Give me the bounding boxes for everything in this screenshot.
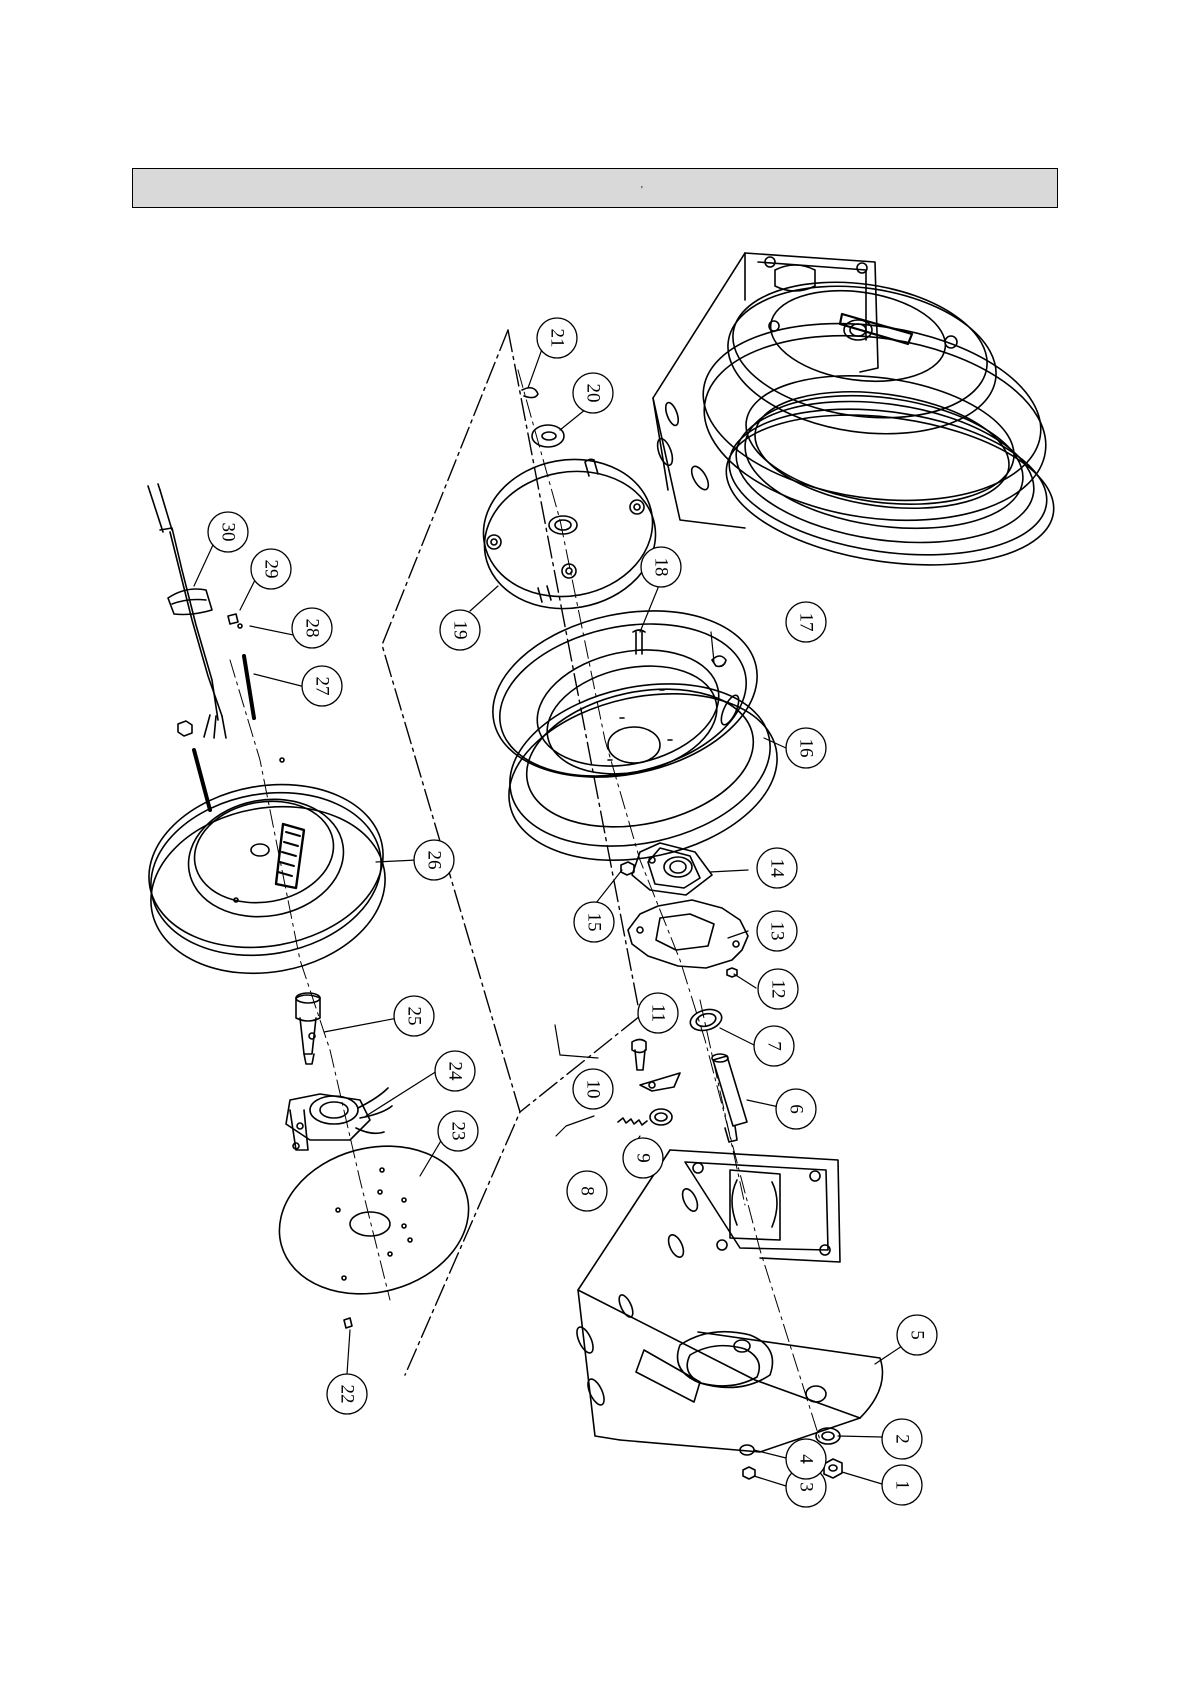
callout-label-9: 9 [633,1153,654,1163]
callout-label-19: 19 [450,621,471,640]
part-6-shaft [712,1054,747,1142]
part-9-bushing [650,1109,672,1125]
callout-circles [208,318,937,1507]
callout-label-3: 3 [796,1482,817,1492]
part-7-washer [688,1006,724,1034]
part-19-cover-plate [472,446,666,622]
leader-lines [194,338,917,1486]
callout-label-15: 15 [584,913,605,932]
callout-label-2: 2 [892,1434,913,1444]
callout-label-21: 21 [547,329,568,348]
part-11-bolt [632,1040,646,1071]
callout-label-8: 8 [577,1186,598,1196]
part-10-pawl [640,1073,680,1091]
assembled-reel [653,253,1063,584]
callout-label-5: 5 [907,1330,928,1340]
callout-label-28: 28 [302,619,323,638]
callout-label-20: 20 [583,384,604,403]
callout-label-29: 29 [261,560,282,579]
part-3-nut [743,1467,755,1479]
callout-label-22: 22 [337,1385,358,1404]
callout-label-13: 13 [767,922,788,941]
part-2-washer [816,1428,840,1444]
callout-label-23: 23 [448,1122,469,1141]
callout-label-30: 30 [218,523,239,542]
part-26-housing-cover [136,758,399,991]
callout-label-18: 18 [651,558,672,577]
part-27-rod [244,656,254,718]
part-24-terminal-block [286,1088,392,1150]
part-16-drum [477,588,792,884]
axis-lines [230,370,820,1440]
callout-label-4: 4 [796,1454,817,1464]
part-13-ratchet-plate [628,900,748,968]
part-15-nut [621,862,634,875]
callout-label-17: 17 [796,613,817,632]
callout-label-1: 1 [892,1480,913,1490]
callout-label-7: 7 [764,1041,785,1051]
callout-label-11: 11 [648,1004,669,1022]
callout-label-12: 12 [768,980,789,999]
part-14-bracket [632,843,712,895]
callout-label-26: 26 [424,851,445,870]
callout-label-14: 14 [767,859,788,879]
part-28-screw [238,624,242,628]
callout-label-27: 27 [312,677,333,696]
callout-labels: 1 2 3 4 5 6 7 8 9 10 11 12 13 14 15 16 1… [218,329,928,1492]
callout-label-6: 6 [786,1104,807,1114]
callout-label-16: 16 [796,739,817,758]
part-5-mounting-bracket [574,1150,883,1452]
callout-label-25: 25 [404,1007,425,1026]
part-25-connector-shaft [296,993,320,1064]
callout-label-10: 10 [583,1080,604,1099]
small-nut-left [178,721,192,736]
part-22-screw [344,1318,352,1328]
part-8-spring [618,1118,647,1125]
part-29-screw [228,614,238,624]
part-23-plate [263,1126,486,1315]
callout-label-24: 24 [445,1062,466,1082]
part-1-nut [824,1459,842,1478]
